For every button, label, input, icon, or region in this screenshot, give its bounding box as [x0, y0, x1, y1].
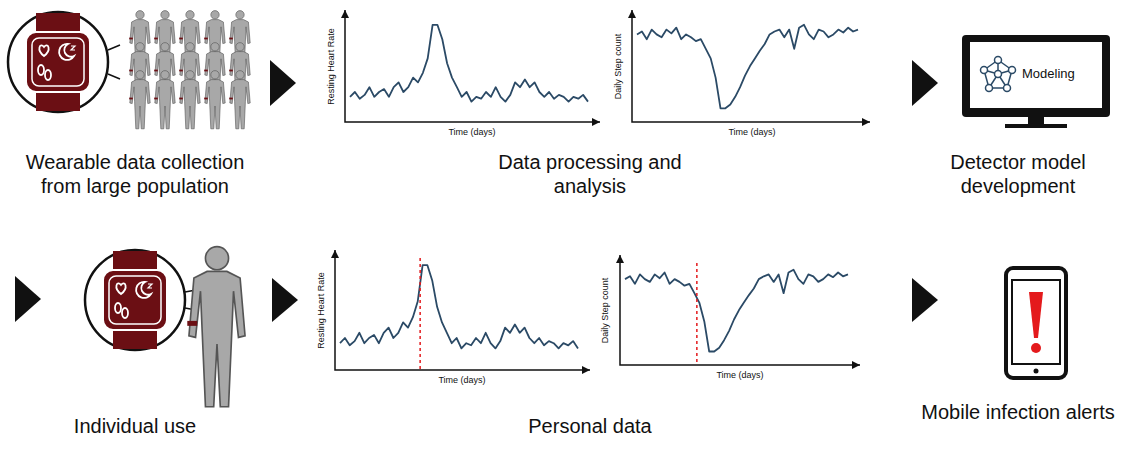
- node-text: Modeling: [1022, 66, 1075, 81]
- line-chart: [628, 10, 870, 126]
- stage-caption: Detector model development: [918, 150, 1118, 198]
- axis-label: Resting Heart Rate: [326, 28, 335, 105]
- line-chart: [616, 255, 860, 369]
- data-line: [350, 25, 588, 102]
- axis-label: Time (days): [448, 128, 495, 137]
- chart-axes: [335, 250, 590, 370]
- line-chart: [331, 250, 590, 374]
- chart-axes: [632, 10, 870, 122]
- onset-marker: [419, 258, 421, 369]
- axis-arrow: [616, 255, 624, 263]
- axis-arrow: [852, 361, 860, 369]
- network-dot: [981, 67, 988, 74]
- data-line: [637, 25, 858, 109]
- stage-caption: Individual use: [15, 414, 255, 438]
- axis-label: Daily Step count: [614, 33, 623, 99]
- stage-caption: Personal data: [465, 414, 715, 438]
- axis-label: Time (days): [716, 371, 763, 380]
- network-icon: [978, 55, 1018, 95]
- data-line: [625, 270, 848, 352]
- axis-label: Time (days): [438, 376, 485, 385]
- stage-caption: Data processing and analysis: [465, 150, 715, 198]
- network-dot: [986, 85, 993, 92]
- network-dot: [1004, 85, 1011, 92]
- axis-label: Resting Heart Rate: [316, 272, 325, 349]
- axis-arrow: [331, 250, 339, 258]
- axis-arrow: [341, 10, 349, 18]
- line-chart: [341, 10, 600, 126]
- network-dot: [1009, 67, 1016, 74]
- axis-arrow: [628, 10, 636, 18]
- axis-arrow: [582, 366, 590, 374]
- axis-arrow: [862, 118, 870, 126]
- chart-axes: [620, 255, 860, 365]
- network-dot: [995, 57, 1002, 64]
- network-dot: [995, 71, 1002, 78]
- axis-label: Daily Step count: [601, 277, 610, 343]
- chart-axes: [345, 10, 600, 122]
- data-line: [340, 265, 578, 348]
- axis-label: Time (days): [728, 128, 775, 137]
- axis-arrow: [592, 118, 600, 126]
- stage-caption: Wearable data collection from large popu…: [15, 150, 255, 198]
- stage-caption: Mobile infection alerts: [918, 400, 1118, 424]
- onset-marker: [696, 263, 698, 364]
- monitor-screen: Modeling: [970, 42, 1102, 108]
